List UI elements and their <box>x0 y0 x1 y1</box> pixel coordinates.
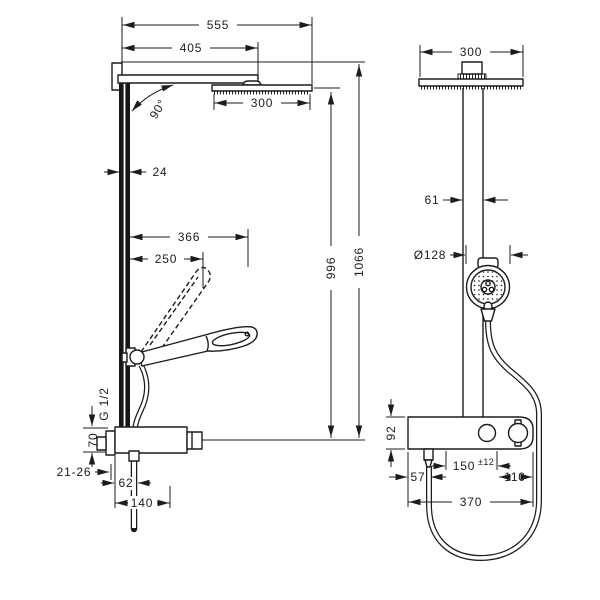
dim-996-label: 996 <box>324 257 338 279</box>
dim-300-front: 300 <box>420 45 523 59</box>
dim-1066: 1066 <box>351 64 367 438</box>
dim-555: 555 <box>122 18 312 32</box>
hand-shower-side <box>137 325 258 367</box>
shower-holder <box>121 347 145 367</box>
dim-g12-thread: G 1/2 <box>88 387 111 426</box>
angle-annotation: 90° <box>131 84 174 122</box>
dim-366: 366 <box>130 230 248 244</box>
dim-92-label: 92 <box>384 426 398 441</box>
side-extension-lines <box>83 17 365 508</box>
dim-62: 62 <box>101 476 151 490</box>
dim-70-label: 70 <box>86 433 100 448</box>
dim-24: 24 <box>104 165 167 179</box>
dim-300-front-label: 300 <box>460 45 482 59</box>
overhead-shower-front <box>418 61 524 90</box>
side-view: 90° <box>57 17 367 533</box>
angle-label: 90° <box>147 97 170 122</box>
dim-24-label: 24 <box>153 165 168 179</box>
dim-57: 57 <box>389 470 446 484</box>
dim-370-label: 370 <box>460 495 482 509</box>
dim-110: 110 <box>499 470 532 484</box>
dim-366-label: 366 <box>178 230 200 244</box>
hand-shower-front <box>465 257 511 322</box>
dim-555-label: 555 <box>207 18 229 32</box>
dim-62-label: 62 <box>119 476 134 490</box>
thermostat-side <box>96 426 203 462</box>
dim-1066-label: 1066 <box>352 247 366 277</box>
front-view: 300 61 Ø128 92 150 ±12 57 <box>384 45 542 562</box>
dim-61: 61 <box>425 193 508 207</box>
shower-arm <box>117 74 259 84</box>
dim-128: Ø128 <box>414 248 528 262</box>
shower-hose-front <box>426 320 542 562</box>
dim-140-label: 140 <box>131 496 153 510</box>
dim-250: 250 <box>130 252 203 266</box>
dim-150-label: 150 <box>453 459 475 473</box>
front-extension-lines <box>386 45 534 507</box>
dim-996: 996 <box>323 92 339 438</box>
dim-300-side-label: 300 <box>251 96 273 110</box>
dim-57-label: 57 <box>411 470 426 484</box>
dim-250-label: 250 <box>155 252 177 266</box>
thread-label: G 1/2 <box>97 387 111 420</box>
thermostat-front <box>407 416 534 468</box>
dim-21-26: 21-26 <box>57 465 109 479</box>
wall-bar-side <box>111 62 259 427</box>
dim-128-label: Ø128 <box>414 248 447 262</box>
select-knob <box>477 423 497 443</box>
dim-61-label: 61 <box>425 193 440 207</box>
dim-300-side: 300 <box>214 96 310 110</box>
dim-70: 70 <box>86 433 100 467</box>
overhead-shower-side <box>211 80 313 95</box>
dim-21-26-label: 21-26 <box>57 465 92 479</box>
dim-110-label: 110 <box>504 470 526 484</box>
handshower-hose-side <box>132 363 150 429</box>
dim-150-tolerance-label: ±12 <box>478 457 494 467</box>
hose-connector-side <box>128 450 140 462</box>
dim-405-label: 405 <box>180 41 202 55</box>
dim-140: 140 <box>115 496 170 510</box>
dim-150: 150 ±12 <box>432 457 511 473</box>
hand-shower-dashed <box>140 266 211 360</box>
dim-92: 92 <box>384 399 398 467</box>
dim-405: 405 <box>122 41 258 55</box>
hose-outlet <box>423 448 434 461</box>
handshower-connector <box>480 308 496 322</box>
temperature-knob <box>507 422 529 444</box>
dim-370: 370 <box>408 495 533 509</box>
